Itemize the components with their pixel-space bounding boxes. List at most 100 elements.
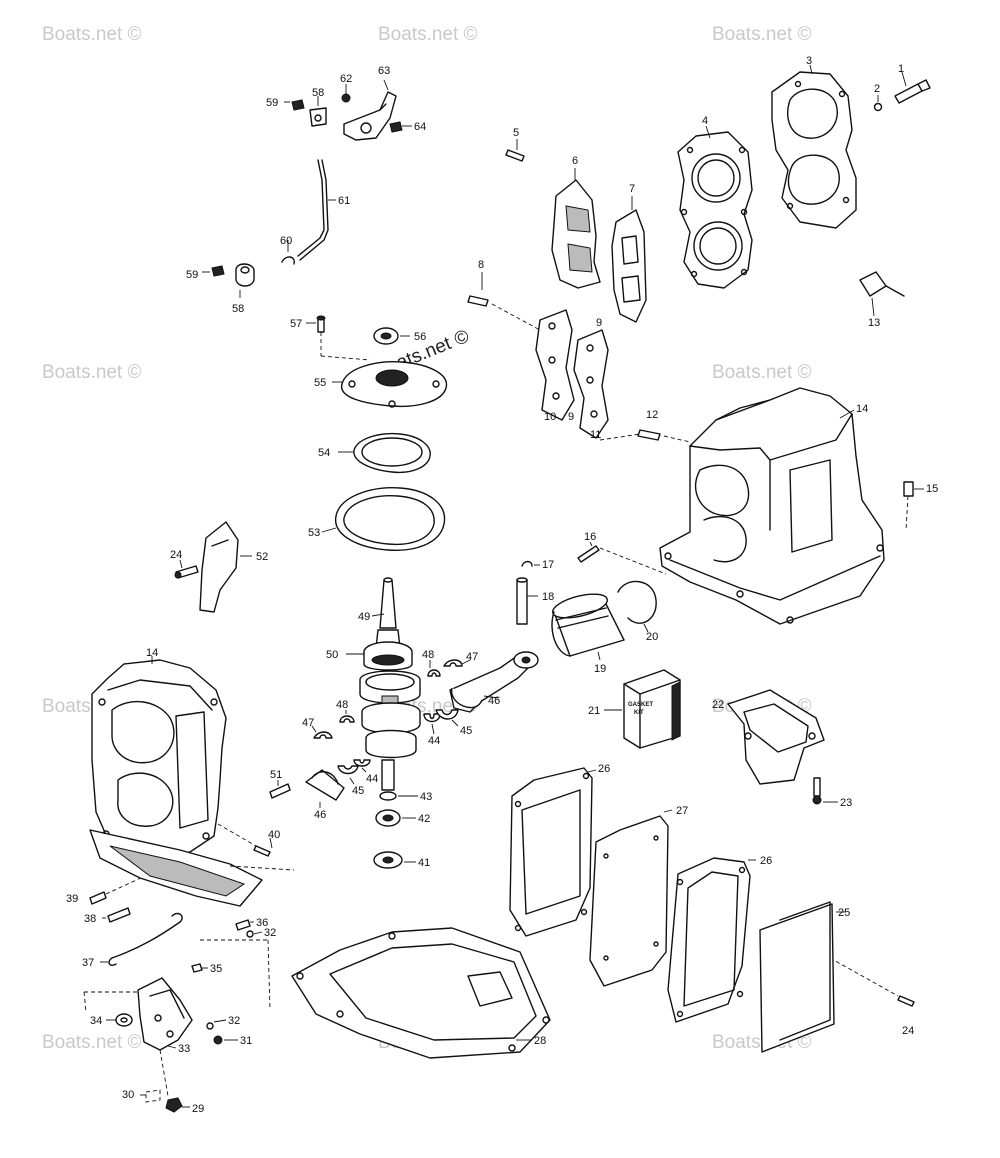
part-label: 61	[338, 195, 350, 207]
part-32-washer	[206, 1019, 227, 1030]
part-label: 55	[314, 377, 326, 389]
part-58-bushing	[235, 263, 255, 298]
part-label: 30	[122, 1089, 134, 1101]
part-46-connecting-rod	[305, 769, 345, 808]
part-20-piston-ring	[617, 580, 657, 633]
kit-box-label: GASKET	[628, 702, 653, 708]
part-label: 1	[898, 63, 904, 75]
part-37-link-rod	[100, 912, 183, 967]
part-label: 15	[926, 483, 938, 495]
part-label: 14	[146, 647, 158, 659]
part-label: 57	[290, 318, 302, 330]
part-label: 19	[594, 663, 606, 675]
part-5-screw	[505, 139, 525, 162]
watermark: Boats.net ©	[378, 24, 478, 45]
part-label: 59	[186, 269, 198, 281]
part-11-reed-plate	[573, 329, 609, 439]
part-50-crankshaft-assembly	[346, 629, 421, 791]
part-12-screw	[599, 429, 691, 443]
part-label: 56	[414, 331, 426, 343]
part-label: 9	[568, 411, 574, 423]
part-label: 26	[598, 763, 610, 775]
part-1-screw	[894, 71, 931, 104]
part-8-screw	[467, 272, 541, 331]
part-label: 24	[170, 549, 182, 561]
part-47-bearing-half	[311, 725, 333, 739]
part-21-gasket-kit: GASKET KIT	[604, 669, 681, 749]
part-58-bushing	[309, 96, 327, 127]
part-labels: 1 2 3 4 5 6 7 8 9 9 10 11 12 13 14 14 15…	[66, 55, 938, 1115]
part-label: 39	[66, 893, 78, 905]
part-46-connecting-rod	[449, 651, 539, 713]
part-42-bearing	[375, 809, 416, 827]
part-label: 35	[210, 963, 222, 975]
part-44-bearing-half	[423, 713, 441, 735]
part-53-gasket	[321, 487, 446, 551]
part-7-gasket	[611, 196, 647, 323]
part-label: 42	[418, 813, 430, 825]
part-17-clip	[521, 560, 540, 567]
part-48-bearing-half	[339, 710, 355, 723]
part-label: 18	[542, 591, 554, 603]
part-41-bearing	[373, 851, 416, 869]
part-label: 40	[268, 829, 280, 841]
part-59-nut	[284, 99, 305, 111]
part-62-screw	[341, 84, 351, 103]
part-label: 63	[378, 65, 390, 77]
part-label: 9	[596, 317, 602, 329]
part-bottom-plate	[89, 829, 295, 907]
part-label: 41	[418, 857, 430, 869]
part-4-head-gasket	[677, 125, 753, 289]
part-label: 4	[702, 115, 708, 127]
part-45-bearing-half	[435, 709, 459, 727]
part-label: 28	[534, 1035, 546, 1047]
part-label: 64	[414, 121, 426, 133]
part-30-washer	[140, 1089, 161, 1103]
part-25-cover-plate	[759, 901, 846, 1053]
part-label: 14	[856, 403, 868, 415]
part-label: 29	[192, 1103, 204, 1115]
part-label: 60	[280, 235, 292, 247]
part-label: 11	[590, 429, 601, 441]
part-label: 38	[84, 913, 96, 925]
part-36-screw	[235, 919, 254, 931]
part-19-piston	[551, 593, 625, 661]
watermark: Boats.net ©	[42, 362, 142, 383]
part-28-base-gasket	[291, 927, 551, 1059]
part-label: 58	[312, 87, 324, 99]
part-label: 10	[544, 411, 556, 423]
part-59-nut	[202, 265, 225, 277]
part-60-clip	[281, 240, 295, 265]
part-label: 43	[420, 791, 432, 803]
part-label: 48	[422, 649, 434, 661]
part-label: 25	[838, 907, 850, 919]
part-label: 49	[358, 611, 370, 623]
part-label: 8	[478, 259, 484, 271]
part-label: 33	[178, 1043, 190, 1055]
part-label: 44	[366, 773, 378, 785]
part-27-plate	[589, 809, 673, 987]
watermark: Boats.net ©	[712, 24, 812, 45]
part-label: 59	[266, 97, 278, 109]
part-label: 58	[232, 303, 244, 315]
kit-box-label: KIT	[634, 710, 644, 716]
part-40-screw	[217, 823, 273, 857]
part-49-crankshaft	[371, 577, 397, 629]
part-label: 47	[466, 651, 478, 663]
part-24-screw	[829, 957, 915, 1007]
part-label: 32	[264, 927, 276, 939]
part-14-crankcase-lower	[91, 656, 227, 859]
part-38-screw	[102, 907, 131, 923]
part-label: 47	[302, 717, 314, 729]
part-63-throttle-cam	[343, 79, 397, 141]
part-54-gasket	[338, 432, 431, 474]
part-39-screw	[89, 859, 181, 905]
part-label: 24	[902, 1025, 914, 1037]
part-label: 22	[712, 699, 724, 711]
watermark: Boats.net ©	[42, 1032, 142, 1053]
watermark: Boats.net ©	[712, 362, 812, 383]
part-48-bearing-half	[427, 660, 441, 677]
part-3-cylinder-head	[771, 64, 857, 229]
part-55-bearing-retainer	[332, 361, 448, 408]
part-18-wrist-pin	[516, 577, 538, 625]
